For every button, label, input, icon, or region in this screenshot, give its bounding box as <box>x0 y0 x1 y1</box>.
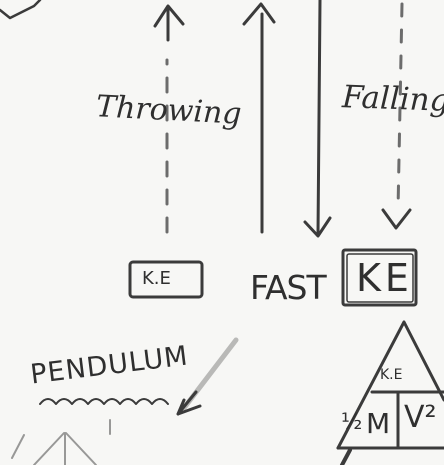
pendulum-sketch <box>12 420 110 465</box>
ke-large-label: KE <box>356 259 413 297</box>
falling-label: Falling <box>341 82 444 117</box>
down-arrow <box>305 0 330 236</box>
triangle-v2-label: V² <box>404 403 437 433</box>
pendulum-underline <box>40 399 168 404</box>
corner-fragment <box>0 0 40 18</box>
triangle-half-label: ½ <box>341 412 362 434</box>
triangle-m-label: M <box>366 410 390 438</box>
ke-formula-triangle <box>338 322 444 465</box>
ke-small-label: K.E <box>142 270 171 288</box>
triangle-ke-label: K.E <box>380 368 402 382</box>
throwing-label: Throwing <box>95 92 242 130</box>
up-arrow <box>244 4 274 232</box>
fast-label: FAST <box>250 271 326 304</box>
